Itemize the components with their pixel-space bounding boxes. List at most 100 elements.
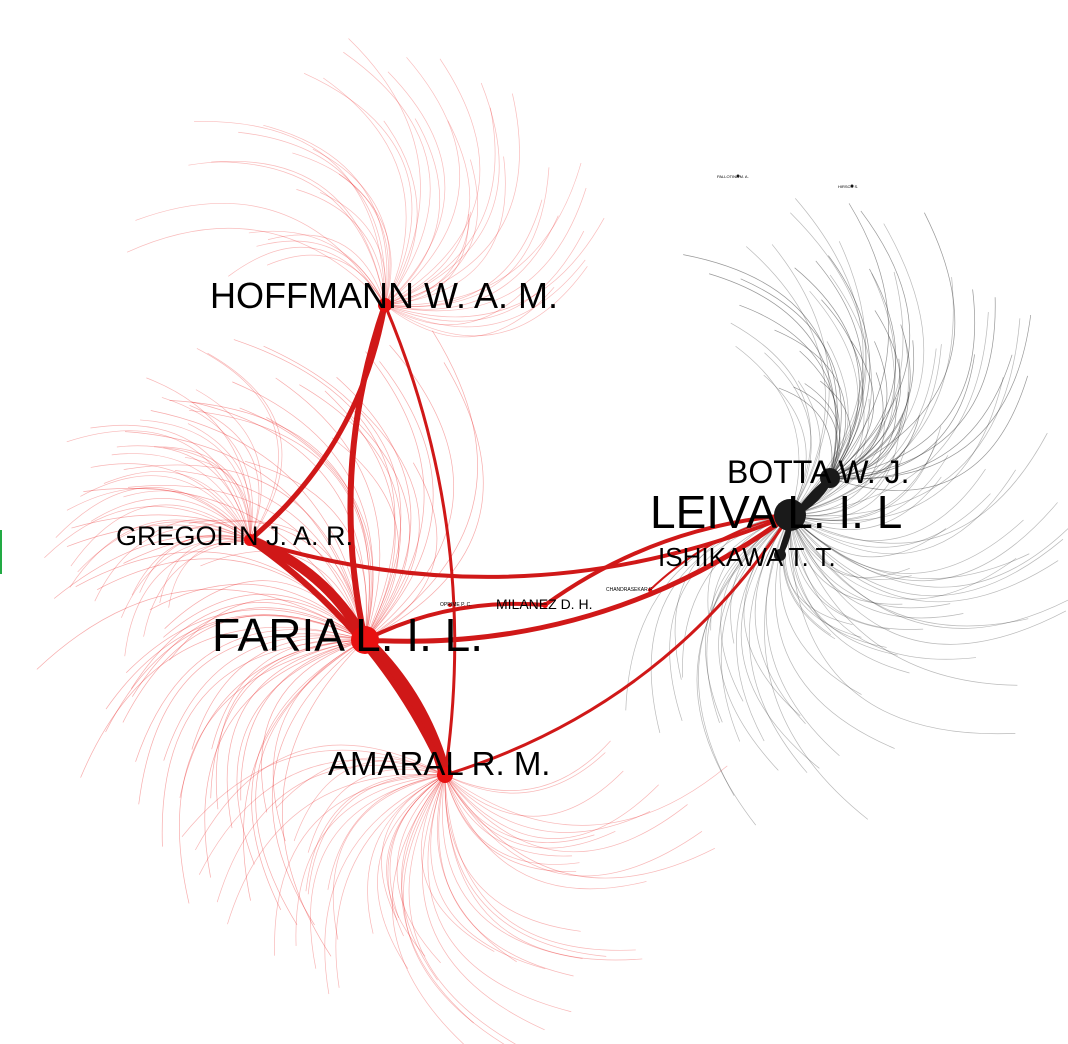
peripheral-edge [191,401,367,641]
peripheral-edge [754,514,806,724]
node-oprime[interactable] [448,603,452,607]
peripheral-edge [272,639,366,842]
peripheral-edge [384,215,559,310]
peripheral-edge [187,423,252,541]
edge-faria-leiva [362,512,793,644]
peripheral-edge [69,519,251,588]
edge-faria-gregolin [245,535,370,645]
peripheral-edge [275,377,381,641]
peripheral-edge [261,639,366,813]
peripheral-edge [124,431,366,641]
peripheral-edge [256,240,386,306]
peripheral-edge [789,476,942,530]
peripheral-edge [70,504,251,567]
peripheral-edge [444,774,595,843]
node-label-amaral: AMARAL R. M. [328,745,550,782]
peripheral-edge [105,615,366,733]
peripheral-edge [135,202,386,306]
node-botta[interactable] [820,468,840,488]
node-label-botta: BOTTA W. J. [727,454,910,490]
peripheral-edge [295,774,446,946]
peripheral-edge [444,774,577,872]
peripheral-edge [121,538,251,618]
peripheral-edge [829,314,1032,480]
peripheral-edge [765,514,840,757]
peripheral-edge [135,629,366,762]
peripheral-edge [90,463,251,541]
peripheral-edge [829,289,976,479]
edge-hoffmann-amaral [383,303,457,777]
selection-bracket [0,530,2,574]
node-leiva[interactable] [774,499,806,531]
peripheral-edge [338,173,392,306]
peripheral-edge [789,514,898,656]
node-milanez[interactable] [542,602,548,608]
peripheral-edge [427,774,572,1013]
node-ishikawa[interactable] [774,549,786,561]
peripheral-edge [789,469,1016,555]
peripheral-edge [789,514,912,580]
peripheral-edge [310,774,446,969]
peripheral-edge [789,514,951,609]
peripheral-edge [829,297,996,479]
peripheral-edge [442,774,583,959]
peripheral-edge [80,475,251,541]
peripheral-edge [384,266,588,337]
peripheral-edge [323,77,407,306]
peripheral-edge [244,460,368,641]
peripheral-edge [789,514,1064,597]
peripheral-edge [228,246,386,306]
peripheral-edge [377,774,446,969]
peripheral-edge [384,57,461,306]
peripheral-edge [829,210,911,479]
peripheral-edge [303,73,413,306]
peripheral-edge [789,514,977,660]
node-faria[interactable] [351,626,379,654]
peripheral-edge [444,774,581,932]
node-gregolin[interactable] [244,534,256,546]
peripheral-edge [383,120,418,306]
peripheral-edge [94,527,251,602]
peripheral-edge [789,344,942,516]
peripheral-edge [307,768,446,853]
node-hsmall[interactable] [850,184,854,188]
peripheral-edge [195,744,446,851]
peripheral-edge [444,774,651,833]
peripheral-edge [789,377,1004,522]
node-amaral[interactable] [437,767,453,783]
peripheral-edge [80,626,366,778]
nodes-layer [244,174,854,783]
peripheral-edge [124,539,251,657]
peripheral-edge [420,774,495,952]
peripheral-edge [248,230,386,306]
peripheral-edge [387,774,446,937]
peripheral-edge [126,228,386,306]
peripheral-edge [793,386,838,479]
peripheral-edge [189,410,370,641]
peripheral-edge [743,514,801,717]
peripheral-edge [829,340,875,479]
peripheral-edge [139,534,251,593]
node-hoffmann[interactable] [378,298,392,312]
peripheral-edge [384,107,496,306]
peripheral-edge [829,340,915,479]
peripheral-edge [789,493,991,548]
peripheral-edge [356,405,420,641]
peripheral-edge [444,774,659,839]
peripheral-edge [238,131,386,306]
peripheral-edge [748,514,808,773]
peripheral-edge [789,514,1016,735]
node-pallotina[interactable] [736,174,740,178]
peripheral-edge [179,639,366,798]
peripheral-edge [211,161,386,306]
peripheral-edge [789,514,903,605]
node-chandrasekar[interactable] [648,588,652,592]
peripheral-edge [210,639,366,799]
peripheral-edge [319,192,387,306]
edge-faria-milanez [363,601,547,642]
peripheral-edge [169,599,366,661]
peripheral-edge [324,774,446,995]
node-label-chandrasekar: CHANDRASEKAR F. [606,587,653,593]
peripheral-edge [444,740,611,791]
node-label-leiva: LEIVA L. I. L [650,486,902,538]
